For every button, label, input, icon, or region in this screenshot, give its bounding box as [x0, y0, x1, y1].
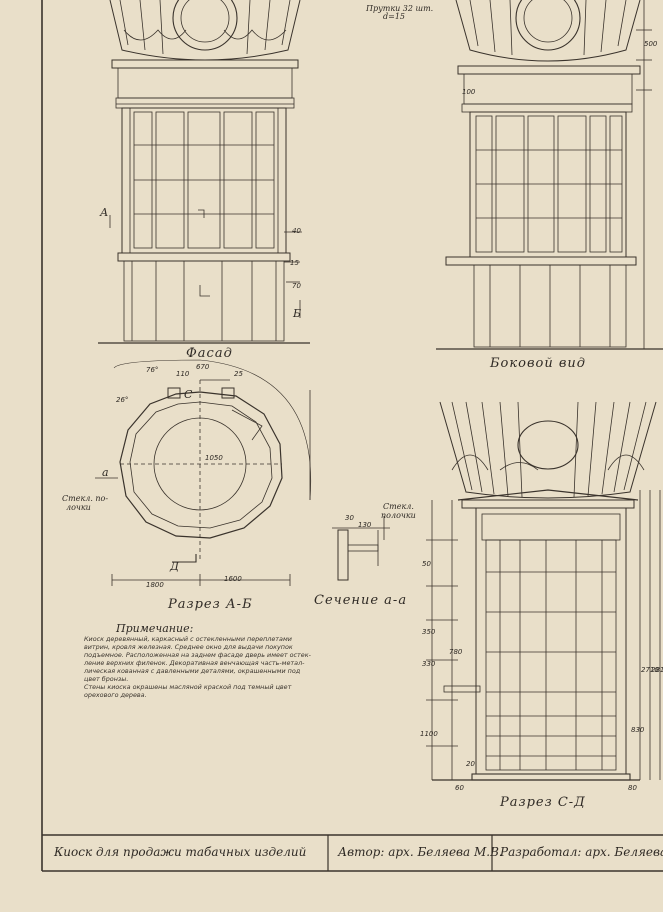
glass-shelf-label-1: Стекл. по-: [62, 494, 109, 503]
plan-view: [95, 359, 312, 586]
note-line: ление верхних филенок. Декоративная венч…: [84, 659, 305, 667]
section-aa-view: [332, 516, 390, 581]
title-block: Киоск для продажи табачных изделий Автор…: [44, 835, 663, 871]
dim-1600: 1600: [224, 575, 242, 583]
dim-76-deg: 76°: [146, 366, 159, 374]
facade-title: Фасад: [186, 346, 233, 361]
note-line: Киоск деревянный, каркасный с остекленны…: [84, 635, 292, 643]
dim-25: 25: [234, 370, 243, 378]
dim-2810: 2810: [651, 666, 663, 674]
dim-2710: 2710: [641, 666, 659, 674]
rod-diameter-callout: d=15: [383, 12, 406, 21]
cut-letter-a-small: а: [102, 466, 109, 479]
cut-letter-d: Д: [170, 560, 179, 573]
note-block: Примечание: Киоск деревянный, каркасный …: [84, 622, 374, 699]
plan-title: Разрез А-Б: [168, 597, 253, 612]
note-line: Стены киоска окрашены масляной краской п…: [84, 683, 292, 691]
dim-350: 350: [422, 628, 436, 636]
dim-20: 20: [466, 760, 475, 768]
section-aa-title: Сечение а-а: [314, 593, 408, 608]
dim-1800: 1800: [146, 581, 164, 589]
dim-780: 780: [449, 648, 463, 656]
dim-500: 500: [644, 40, 658, 48]
note-line: цвет бронзы.: [84, 675, 129, 683]
drawing-developer: Разработал: арх. Беляева: [500, 845, 663, 859]
glass-shelf-label-b2: полочки: [381, 511, 416, 520]
side-view: [436, 0, 663, 350]
dim-110: 110: [176, 370, 190, 378]
cut-letter-b: Б: [293, 307, 302, 320]
facade-view: [98, 0, 310, 344]
cut-letter-a: А: [100, 206, 109, 219]
dim-50: 50: [422, 560, 431, 568]
rods-callout: Прутки 32 шт.: [366, 4, 434, 13]
glass-shelf-label-b1: Стекл.: [383, 502, 414, 511]
section-cd-title: Разрез С-Д: [500, 795, 586, 810]
dim-60: 60: [455, 784, 464, 792]
note-title: Примечание:: [116, 622, 194, 635]
cut-letter-c: С: [184, 388, 193, 401]
note-line: лическая кованная с давленными деталями,…: [84, 667, 301, 675]
dim-15: 15: [290, 259, 299, 267]
dim-40: 40: [292, 227, 301, 235]
note-line: витрин, кровля железная. Среднее окно дл…: [84, 643, 293, 651]
note-line: подъемное. Расположенная на заднем фасад…: [84, 651, 311, 659]
side-view-title: Боковой вид: [490, 356, 587, 371]
dim-670: 670: [196, 363, 210, 371]
glass-shelf-label-2: лочки: [66, 503, 91, 512]
drawing-author: Автор: арх. Беляева М.В.: [338, 845, 503, 859]
dim-100: 100: [462, 88, 476, 96]
dim-830: 830: [631, 726, 645, 734]
dim-80: 80: [628, 784, 637, 792]
dim-1050: 1050: [205, 454, 223, 462]
dim-26-deg: 26°: [116, 396, 129, 404]
note-line: орехового дерева.: [84, 691, 147, 699]
dim-30: 30: [345, 514, 354, 522]
dim-1100: 1100: [420, 730, 438, 738]
dim-130: 130: [358, 521, 372, 529]
dim-70: 70: [292, 282, 301, 290]
dim-330: 330: [422, 660, 436, 668]
section-cd-view: [426, 401, 661, 781]
drawing-name: Киоск для продажи табачных изделий: [54, 845, 307, 859]
